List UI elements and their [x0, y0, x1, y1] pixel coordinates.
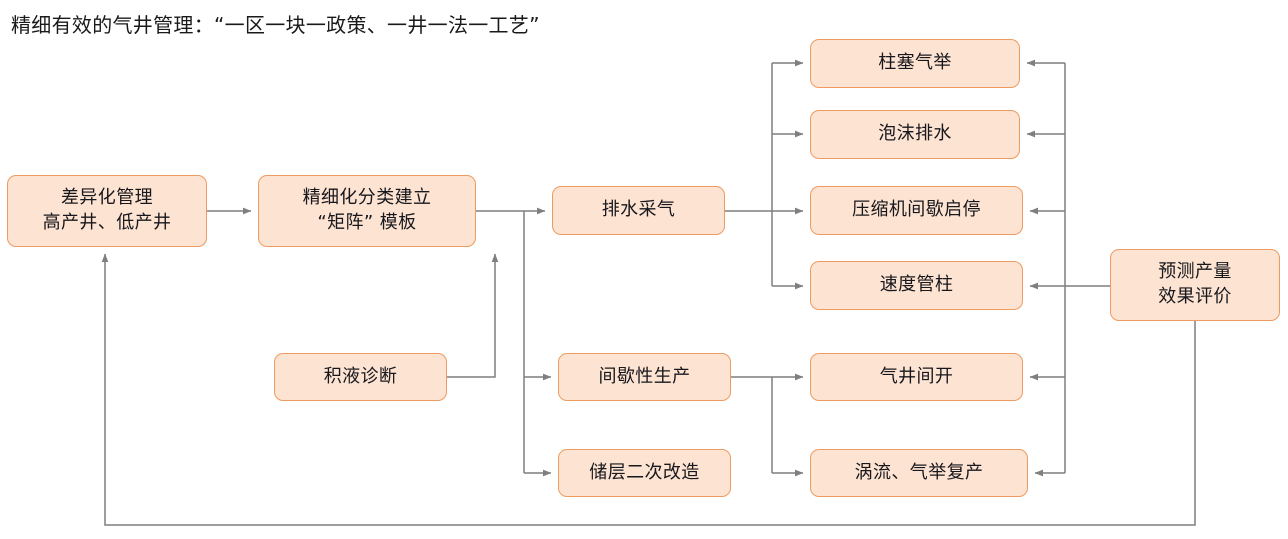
page-title: 精细有效的气井管理：“一区一块一政策、一井一法一工艺” — [11, 13, 540, 37]
node-reservoir-restimulation[interactable]: 储层二次改造 — [558, 449, 731, 497]
node-dewatering-gas-production[interactable]: 排水采气 — [552, 186, 725, 235]
node-plunger-lift[interactable]: 柱塞气举 — [810, 39, 1020, 88]
node-velocity-string[interactable]: 速度管柱 — [810, 261, 1023, 310]
node-well-intermittent-open[interactable]: 气井间开 — [810, 353, 1023, 401]
node-differentiated-management[interactable]: 差异化管理 高产井、低产井 — [7, 175, 207, 247]
node-forecast-evaluation[interactable]: 预测产量 效果评价 — [1110, 249, 1280, 321]
node-intermittent-production[interactable]: 间歇性生产 — [558, 353, 731, 401]
node-foam-dewatering[interactable]: 泡沫排水 — [810, 110, 1020, 159]
connector-diagnosis-to-classification — [447, 253, 499, 378]
node-liquid-loading-diagnosis[interactable]: 积液诊断 — [274, 353, 447, 401]
node-compressor-cycling[interactable]: 压缩机间歇启停 — [810, 186, 1023, 235]
node-classification-matrix[interactable]: 精细化分类建立 “矩阵” 模板 — [258, 175, 476, 247]
node-swirl-gaslift-restore[interactable]: 涡流、气举复产 — [810, 449, 1028, 497]
